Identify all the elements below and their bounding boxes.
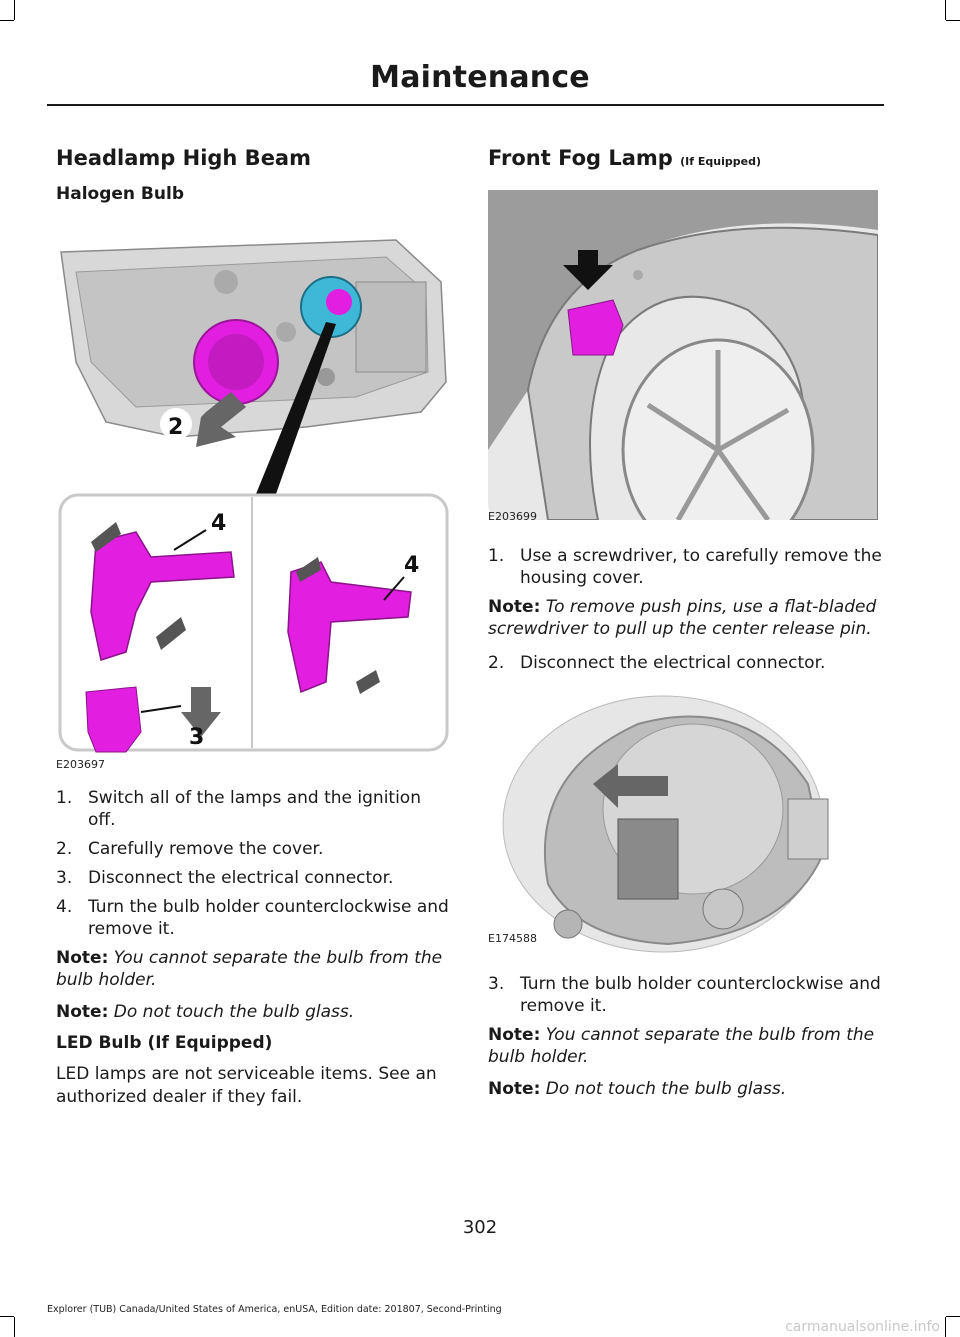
crop-mark — [0, 1316, 14, 1317]
callout-3: 3 — [189, 725, 204, 750]
section-heading: Front Fog Lamp (If Equipped) — [488, 146, 761, 170]
figure-id: E203699 — [488, 510, 537, 523]
callout-4-left: 4 — [211, 511, 226, 536]
led-heading: LED Bulb (If Equipped) — [56, 1033, 273, 1053]
list-item: 3.Turn the bulb holder counterclockwise … — [488, 974, 881, 1016]
headlamp-assembly-svg: 2 4 3 4 — [58, 239, 449, 753]
crop-mark — [946, 1316, 960, 1317]
left-column: Headlamp High Beam Halogen Bulb 2 — [56, 140, 451, 1109]
note: Note: You cannot separate the bulb from … — [56, 948, 443, 990]
note: Note: To remove push pins, use a flat-bl… — [488, 597, 877, 639]
list-item: 3.Disconnect the electrical connector. — [56, 868, 394, 888]
callout-4-right: 4 — [404, 553, 419, 578]
crop-mark — [945, 1317, 946, 1337]
crop-mark — [0, 20, 14, 21]
fog-lamp-illustration: E203699 — [488, 190, 883, 575]
list-item: 4.Turn the bulb holder counterclockwise … — [56, 897, 449, 939]
crop-mark — [946, 20, 960, 21]
right-column: Front Fog Lamp (If Equipped) E203699 1.U… — [488, 140, 883, 1110]
crop-mark — [945, 0, 946, 20]
headlamp-bulb-illustration: 2 4 3 4 E203697 — [56, 212, 451, 777]
list-item: 2.Disconnect the electrical connector. — [488, 653, 826, 673]
list-item: 1.Use a screwdriver, to carefully remove… — [488, 546, 882, 588]
crop-mark — [14, 0, 15, 20]
note: Note: Do not touch the bulb glass. — [488, 1079, 787, 1099]
watermark-text: carmanualsonline.info — [785, 1319, 940, 1335]
page-header-title: Maintenance — [370, 60, 590, 95]
header-divider — [47, 104, 884, 106]
section-heading: Headlamp High Beam — [56, 146, 311, 170]
list-item: 2.Carefully remove the cover. — [56, 839, 324, 859]
bulb-holder-illustration: E174588 — [488, 684, 883, 969]
list-item: 1.Switch all of the lamps and the igniti… — [56, 788, 421, 830]
sub-heading: Halogen Bulb — [56, 184, 184, 204]
figure-id: E203697 — [56, 758, 105, 771]
note: Note: You cannot separate the bulb from … — [488, 1025, 875, 1067]
note: Note: Do not touch the bulb glass. — [56, 1002, 355, 1022]
callout-2: 2 — [168, 415, 183, 440]
steps-list: 1.Switch all of the lamps and the igniti… — [56, 787, 451, 940]
figure-id: E174588 — [488, 932, 537, 945]
crop-mark — [14, 1317, 15, 1337]
page-number: 302 — [462, 1217, 498, 1238]
led-paragraph: LED lamps are not serviceable items. See… — [56, 1064, 437, 1107]
wheel-well-svg — [488, 190, 879, 562]
edition-footer: Explorer (TUB) Canada/United States of A… — [47, 1304, 502, 1315]
bulb-holder-svg — [502, 695, 829, 953]
